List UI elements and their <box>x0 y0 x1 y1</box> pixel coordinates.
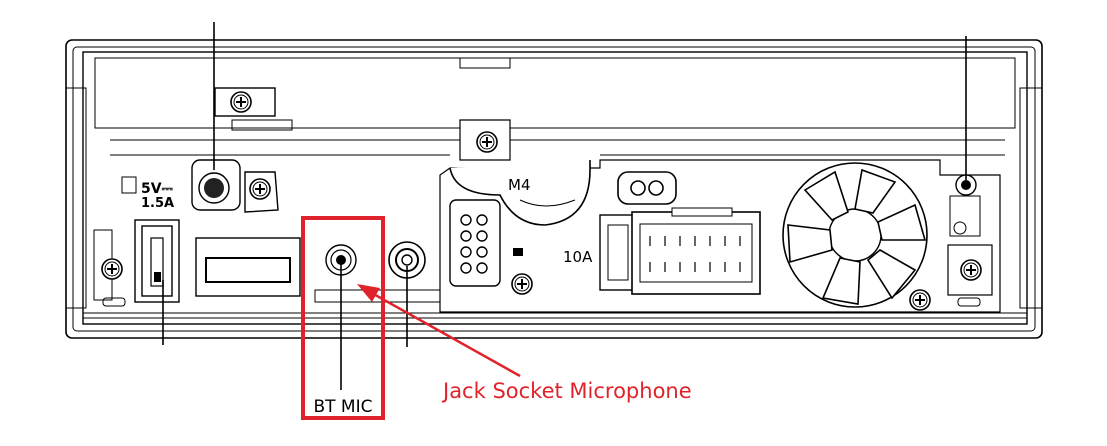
callout-arrow <box>357 284 521 378</box>
m4-bolt-housing: M4 <box>449 160 591 226</box>
antenna-connector <box>449 199 501 287</box>
ground-post <box>947 174 993 307</box>
audio-jack-icon <box>336 255 346 265</box>
cooling-fan-icon <box>782 162 928 308</box>
fuse-label: 10A <box>563 248 593 266</box>
power-jack-icon <box>204 178 224 198</box>
fan-screw <box>909 289 931 311</box>
center-screw <box>511 273 533 295</box>
usb-port <box>134 219 180 303</box>
bt-mic-jack <box>325 244 357 276</box>
usb-power-label: 5V⎓ <box>141 181 174 197</box>
wiring-harness-connector <box>599 207 761 295</box>
aux-jack <box>388 241 426 279</box>
top-bracket <box>214 87 293 131</box>
bt-mic-highlight-box <box>301 216 385 420</box>
center-screw-plate <box>459 119 511 161</box>
m4-label: M4 <box>508 176 531 194</box>
card-slot <box>195 237 301 297</box>
power-jack <box>191 159 279 213</box>
bt-mic-label: BT MIC <box>313 397 372 417</box>
left-screw <box>101 258 123 280</box>
usb-current-label: 1.5A <box>141 196 174 211</box>
callout-label: Jack Socket Microphone <box>441 379 692 403</box>
leader-lines <box>162 22 967 390</box>
oval-connector <box>617 171 677 205</box>
